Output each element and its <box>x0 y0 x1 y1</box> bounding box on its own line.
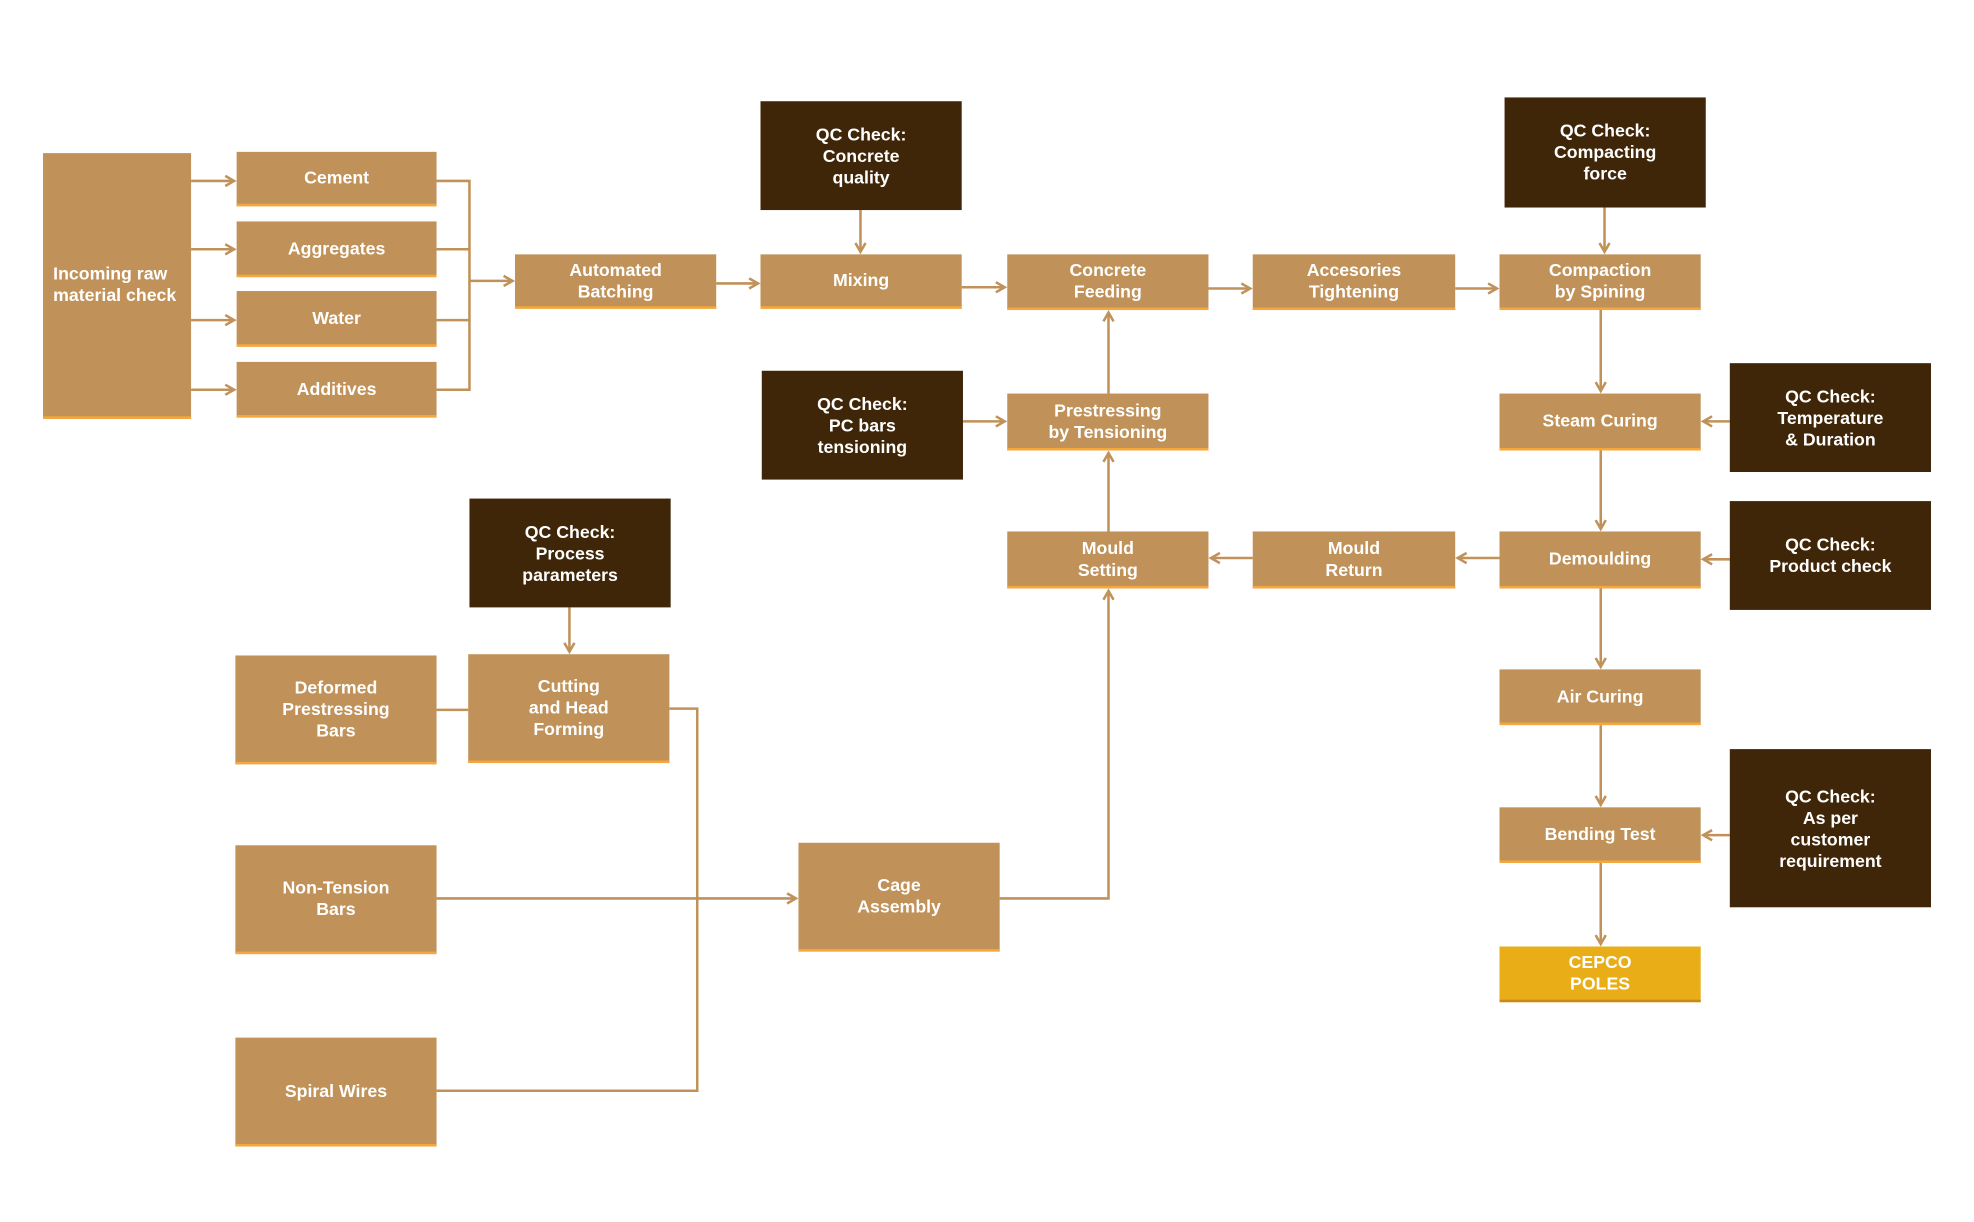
node-demoulding: Demoulding <box>1499 531 1701 589</box>
node-mould-return: Mould Return <box>1252 531 1456 589</box>
node-cage-assembly: Cage Assembly <box>798 842 1000 952</box>
node-mixing: Mixing <box>760 254 962 309</box>
node-cement: Cement <box>236 151 437 207</box>
node-concrete-feeding: Concrete Feeding <box>1007 254 1209 311</box>
materials-merge <box>436 179 471 392</box>
node-steam-curing: Steam Curing <box>1499 393 1701 451</box>
qc-compacting-force: QC Check: Compacting force <box>1504 97 1706 208</box>
node-prestressing-by-tensioning: Prestressing by Tensioning <box>1007 393 1209 451</box>
qc-pc-bars-tensioning: QC Check: PC bars tensioning <box>761 370 963 480</box>
node-compaction-by-spinning: Compaction by Spining <box>1499 254 1701 311</box>
node-spiral-wires: Spiral Wires <box>235 1037 437 1147</box>
qc-product-check: QC Check: Product check <box>1729 501 1932 610</box>
node-automated-batching: Automated Batching <box>515 254 717 309</box>
qc-customer-requirement: QC Check: As per customer requirement <box>1729 749 1932 908</box>
node-cutting-head-forming: Cutting and Head Forming <box>468 654 670 764</box>
node-deformed-prestressing-bars: Deformed Prestressing Bars <box>235 655 437 765</box>
node-aggregates: Aggregates <box>236 221 437 278</box>
node-additives: Additives <box>236 361 437 418</box>
arrow-cage-to-mould-setting <box>999 591 1109 900</box>
qc-process-parameters: QC Check: Process parameters <box>469 498 671 608</box>
node-mould-setting: Mould Setting <box>1007 531 1209 589</box>
qc-concrete-quality: QC Check: Concrete quality <box>760 101 962 211</box>
node-bending-test: Bending Test <box>1499 807 1701 864</box>
node-air-curing: Air Curing <box>1499 669 1701 726</box>
node-non-tension-bars: Non-Tension Bars <box>235 845 437 955</box>
qc-temperature-duration: QC Check: Temperature & Duration <box>1729 363 1932 472</box>
node-water: Water <box>236 291 437 347</box>
node-accessories-tightening: Accesories Tightening <box>1252 254 1456 311</box>
node-cepco-poles: CEPCO POLES <box>1499 946 1701 1003</box>
node-incoming-raw-material: Incoming raw material check <box>43 153 192 419</box>
